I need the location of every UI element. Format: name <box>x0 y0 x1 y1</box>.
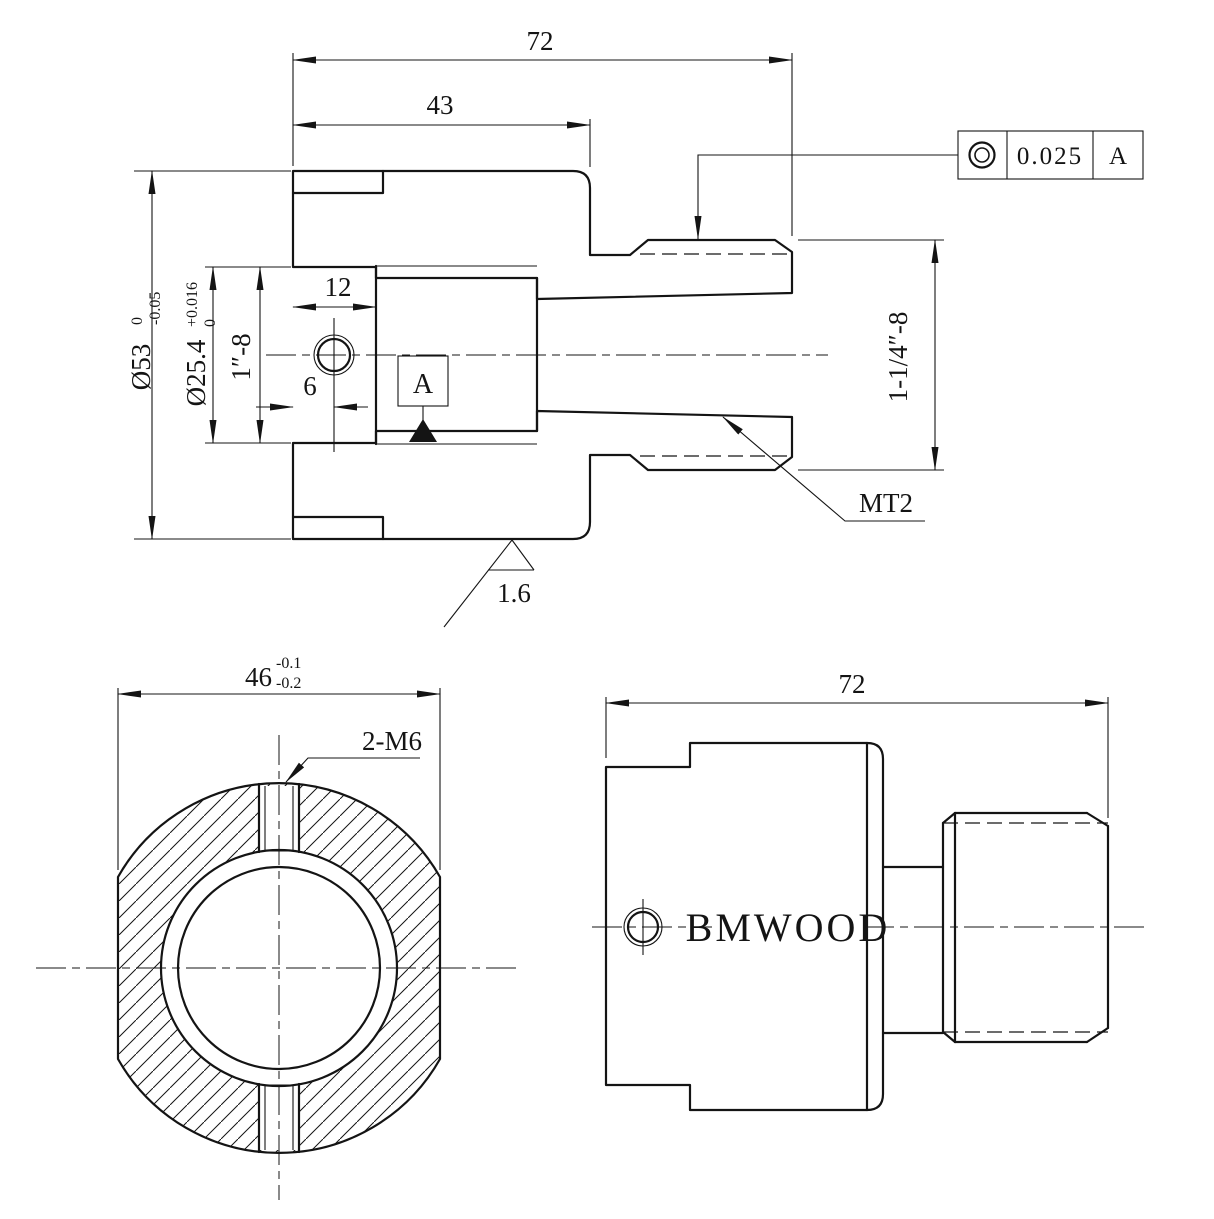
section-lower-material <box>291 409 794 541</box>
m6-slot-bottom <box>257 1082 301 1154</box>
dim-6-label: 6 <box>303 371 317 401</box>
m6-label: 2-M6 <box>362 726 422 756</box>
side-view: BMWOOD 72 <box>592 669 1148 1112</box>
svg-text:0: 0 <box>202 319 219 327</box>
svg-text:46: 46 <box>245 662 272 692</box>
roughness-icon <box>443 539 535 628</box>
brand-label: BMWOOD <box>686 905 891 950</box>
section-upper-material <box>291 169 794 301</box>
dim-46-label: 46 -0.1 -0.2 <box>245 655 301 692</box>
svg-text:Ø25.4: Ø25.4 <box>181 339 211 406</box>
fcf-datum: A <box>1109 143 1127 170</box>
dim-dia53-label: Ø53 0 -0.05 <box>126 292 164 391</box>
dim-dia254-label: Ø25.4 +0.016 0 <box>181 282 219 406</box>
roughness-label: 1.6 <box>497 578 531 608</box>
datum-triangle-icon <box>409 419 437 442</box>
concentricity-icon-inner <box>974 147 990 163</box>
dim-43-label: 43 <box>427 90 454 120</box>
thread-bore-label: 1″-8 <box>226 333 256 380</box>
svg-text:Ø53: Ø53 <box>126 344 156 391</box>
m6-leader <box>285 757 420 783</box>
feature-control-frame: 0.025 A <box>694 130 1144 240</box>
fcf-leader <box>694 154 958 240</box>
svg-text:-0.05: -0.05 <box>147 292 164 325</box>
flat-relief-top <box>291 169 385 195</box>
svg-text:1″-8: 1″-8 <box>226 333 256 380</box>
dim-12-label: 12 <box>325 272 352 302</box>
mt2-label: MT2 <box>859 488 913 518</box>
thread-shank-label: 1-1/4″-8 <box>883 312 913 403</box>
svg-text:-0.2: -0.2 <box>276 675 301 692</box>
end-view-hatch <box>118 783 440 1153</box>
end-view-outline <box>116 782 442 1154</box>
section-view: A 72 43 Ø53 0 -0.05 Ø25.4 +0.016 0 <box>126 26 1144 628</box>
datum-label: A <box>413 369 434 400</box>
flat-relief-bottom <box>291 515 385 541</box>
dim-72-label: 72 <box>527 26 554 56</box>
svg-text:0: 0 <box>129 317 146 325</box>
concentricity-icon <box>968 141 996 169</box>
svg-text:+0.016: +0.016 <box>184 282 201 327</box>
fcf-value: 0.025 <box>1017 143 1083 170</box>
end-view: 46 -0.1 -0.2 2-M6 <box>36 655 522 1200</box>
svg-text:1-1/4″-8: 1-1/4″-8 <box>883 312 913 403</box>
svg-text:-0.1: -0.1 <box>276 655 301 672</box>
mt2-leader <box>722 416 925 522</box>
dim-side-72-label: 72 <box>839 669 866 699</box>
m6-slot-top <box>257 782 301 854</box>
